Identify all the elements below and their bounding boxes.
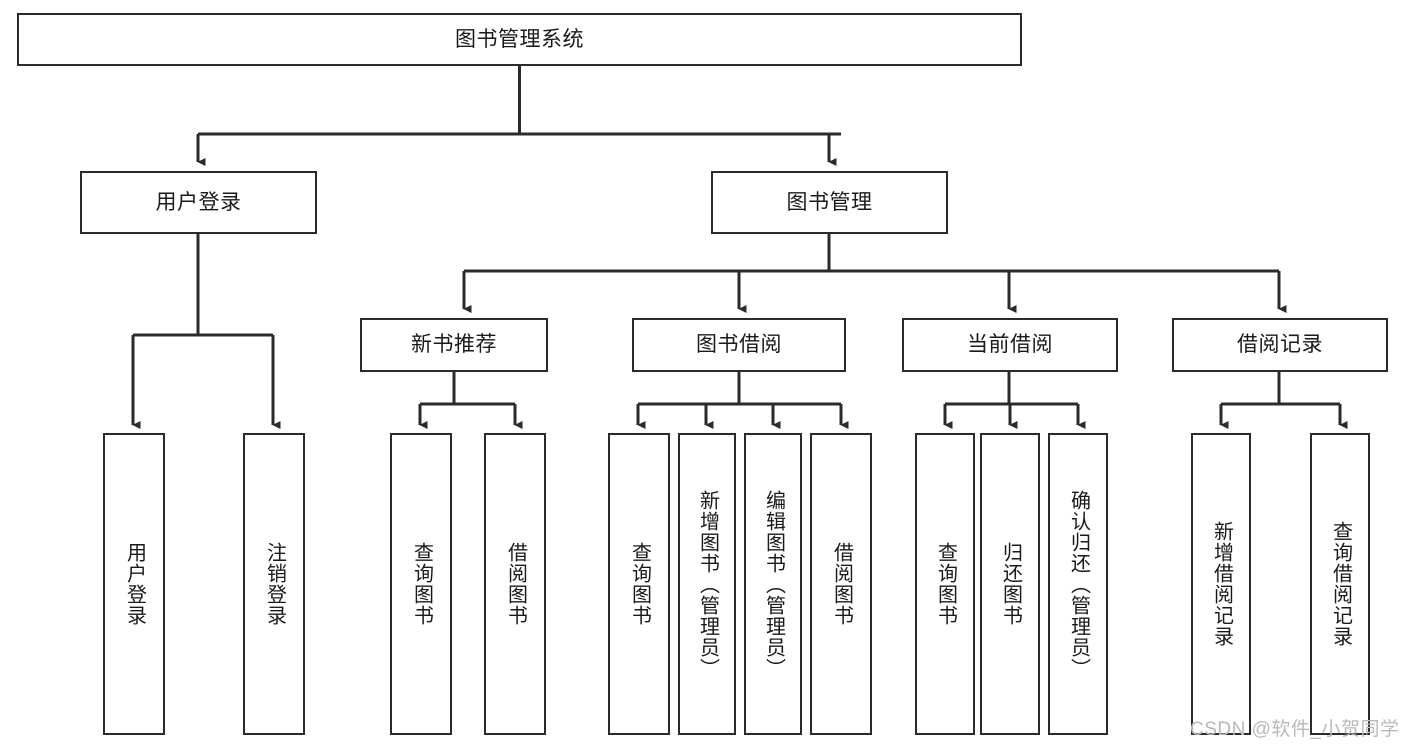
leaf-label: 新增借阅记录 xyxy=(1210,521,1233,647)
leaf-label: 查询图书 xyxy=(628,542,651,626)
leaf-label: 借阅图书 xyxy=(830,542,853,626)
leaf-label: 用户登录 xyxy=(123,542,146,626)
node-new-book-recommend[interactable]: 新书推荐 xyxy=(360,318,548,372)
node-label: 用户登录 xyxy=(155,190,242,214)
node-root[interactable]: 图书管理系统 xyxy=(17,13,1022,66)
leaf-label: 新增图书（管理员） xyxy=(696,489,719,679)
leaf-label: 注销登录 xyxy=(263,542,286,626)
leaf-label: 查询图书 xyxy=(934,542,957,626)
node-label: 图书借阅 xyxy=(696,333,782,357)
leaf-label: 编辑图书（管理员） xyxy=(762,489,785,679)
leaf-borrow-query-book[interactable]: 查询图书 xyxy=(608,433,670,735)
leaf-new-book-borrow[interactable]: 借阅图书 xyxy=(484,433,546,735)
leaf-current-return-book[interactable]: 归还图书 xyxy=(980,433,1040,735)
leaf-user-login-login[interactable]: 用户登录 xyxy=(103,433,165,735)
leaf-borrow-add-book[interactable]: 新增图书（管理员） xyxy=(678,433,736,735)
csdn-watermark: CSDN @软件_小贺同学 xyxy=(1190,719,1400,740)
node-book-borrow[interactable]: 图书借阅 xyxy=(632,318,846,372)
leaf-label: 查询图书 xyxy=(410,542,433,626)
leaf-borrow-borrow-book[interactable]: 借阅图书 xyxy=(810,433,872,735)
leaf-new-book-query[interactable]: 查询图书 xyxy=(390,433,452,735)
leaf-label: 归还图书 xyxy=(999,542,1022,626)
node-borrow-records[interactable]: 借阅记录 xyxy=(1172,318,1388,372)
leaf-user-login-logout[interactable]: 注销登录 xyxy=(243,433,305,735)
node-current-borrow[interactable]: 当前借阅 xyxy=(902,318,1118,372)
node-label: 图书管理系统 xyxy=(455,27,584,51)
leaf-records-add-record[interactable]: 新增借阅记录 xyxy=(1191,433,1251,735)
leaf-borrow-edit-book[interactable]: 编辑图书（管理员） xyxy=(744,433,802,735)
node-user-login[interactable]: 用户登录 xyxy=(80,171,317,234)
leaf-label: 借阅图书 xyxy=(504,542,527,626)
leaf-records-query-record[interactable]: 查询借阅记录 xyxy=(1310,433,1370,735)
node-label: 图书管理 xyxy=(786,190,873,214)
node-label: 新书推荐 xyxy=(411,333,497,357)
leaf-current-query-book[interactable]: 查询图书 xyxy=(915,433,975,735)
leaf-label: 查询借阅记录 xyxy=(1329,521,1352,647)
node-label: 借阅记录 xyxy=(1237,333,1323,357)
node-book-management[interactable]: 图书管理 xyxy=(711,171,948,234)
leaf-label: 确认归还（管理员） xyxy=(1067,489,1090,679)
node-label: 当前借阅 xyxy=(967,333,1053,357)
leaf-current-confirm-return[interactable]: 确认归还（管理员） xyxy=(1048,433,1108,735)
